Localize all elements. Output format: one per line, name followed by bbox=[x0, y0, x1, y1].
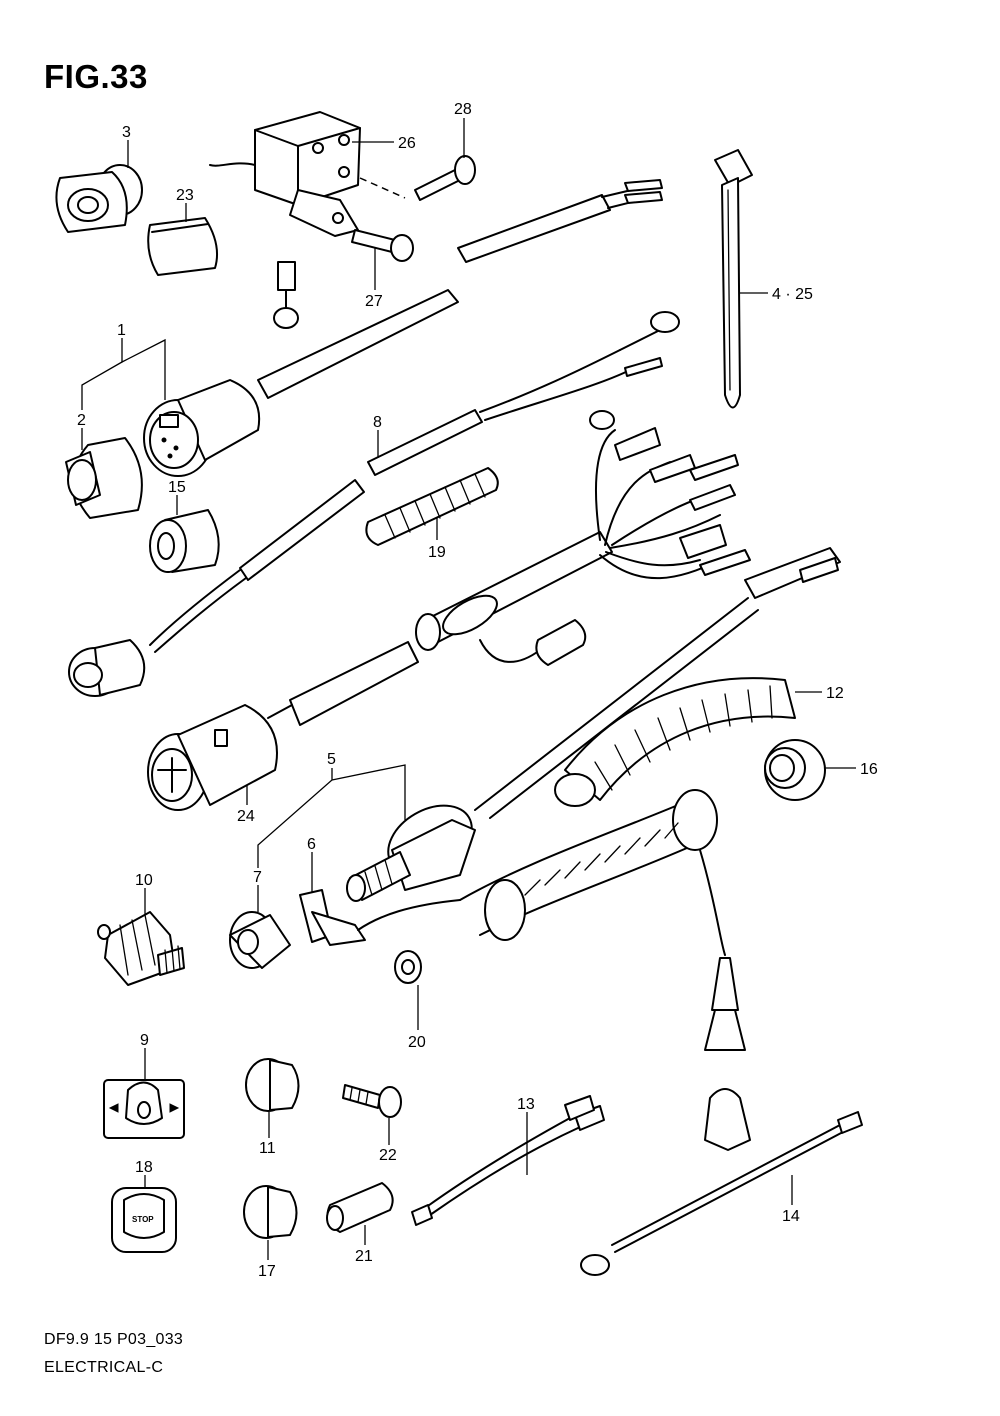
callout-18: 18 bbox=[135, 1159, 153, 1176]
callout-1: 1 bbox=[117, 322, 126, 339]
callout-3: 3 bbox=[122, 124, 131, 141]
part-21-sleeve bbox=[326, 1182, 394, 1233]
part-4-25-cable-tie bbox=[714, 149, 753, 409]
part-1-harness bbox=[143, 179, 680, 477]
callout-22: 22 bbox=[379, 1147, 397, 1164]
part-13-jumper-wire bbox=[411, 1095, 605, 1226]
part-9-plate bbox=[103, 1079, 185, 1139]
part-11-cap bbox=[245, 1058, 300, 1112]
part-3-grommet bbox=[55, 164, 143, 233]
callout-9: 9 bbox=[140, 1032, 149, 1049]
callout-5: 5 bbox=[327, 751, 336, 768]
callout-26: 26 bbox=[398, 135, 416, 152]
callout-8: 8 bbox=[373, 414, 382, 431]
part-17-cap bbox=[243, 1185, 298, 1239]
callout-16: 16 bbox=[860, 761, 878, 778]
part-18-stop-button: STOP bbox=[111, 1187, 177, 1253]
part-28-screw bbox=[414, 155, 476, 201]
part-7-nut bbox=[229, 911, 291, 969]
callout-24: 24 bbox=[237, 808, 255, 825]
part-5-stop-switch bbox=[346, 547, 841, 902]
part-26-relay-bracket bbox=[209, 111, 406, 237]
callout-11: 11 bbox=[259, 1140, 276, 1157]
callout-15: 15 bbox=[168, 479, 186, 496]
callout-7: 7 bbox=[253, 869, 262, 886]
part-16-grommet bbox=[764, 739, 826, 801]
part-2-cover bbox=[65, 437, 143, 519]
part-27-screw bbox=[351, 229, 414, 262]
callout-10: 10 bbox=[135, 872, 153, 889]
drawing-code: DF9.9 15 P03_033 bbox=[44, 1331, 184, 1348]
callout-21: 21 bbox=[355, 1248, 373, 1265]
section-name: ELECTRICAL-C bbox=[44, 1359, 164, 1376]
callout-6: 6 bbox=[307, 836, 316, 853]
part-8-harness-tube bbox=[68, 409, 483, 697]
stop-label: STOP bbox=[132, 1215, 154, 1224]
callout-labels: 3 23 26 28 27 4 · 25 1 2 8 15 19 12 16 2… bbox=[77, 101, 878, 1280]
part-24-harness bbox=[147, 410, 751, 811]
callout-leaders bbox=[81, 118, 856, 1260]
callout-14: 14 bbox=[782, 1208, 800, 1225]
callout-2: 2 bbox=[77, 412, 86, 429]
part-6-lanyard-coil bbox=[299, 789, 751, 1151]
part-15-grommet bbox=[149, 509, 220, 573]
part-20-washer bbox=[394, 950, 422, 984]
part-23-cap bbox=[147, 217, 218, 276]
callout-4-25: 4 · 25 bbox=[772, 286, 813, 303]
part-10-switch bbox=[97, 911, 185, 986]
callout-20: 20 bbox=[408, 1034, 426, 1051]
callout-27: 27 bbox=[365, 293, 383, 310]
callout-12: 12 bbox=[826, 685, 844, 702]
callout-13: 13 bbox=[517, 1096, 535, 1113]
ring-terminal bbox=[273, 261, 299, 329]
part-12-corrugated-tube bbox=[554, 677, 796, 807]
part-14-ground-wire bbox=[580, 1111, 863, 1276]
callout-17: 17 bbox=[258, 1263, 276, 1280]
callout-28: 28 bbox=[454, 101, 472, 118]
part-19-spiral-tube bbox=[365, 467, 499, 546]
part-22-bolt bbox=[342, 1084, 402, 1118]
callout-19: 19 bbox=[428, 544, 446, 561]
callout-23: 23 bbox=[176, 187, 194, 204]
figure-title: FIG.33 bbox=[44, 58, 148, 95]
